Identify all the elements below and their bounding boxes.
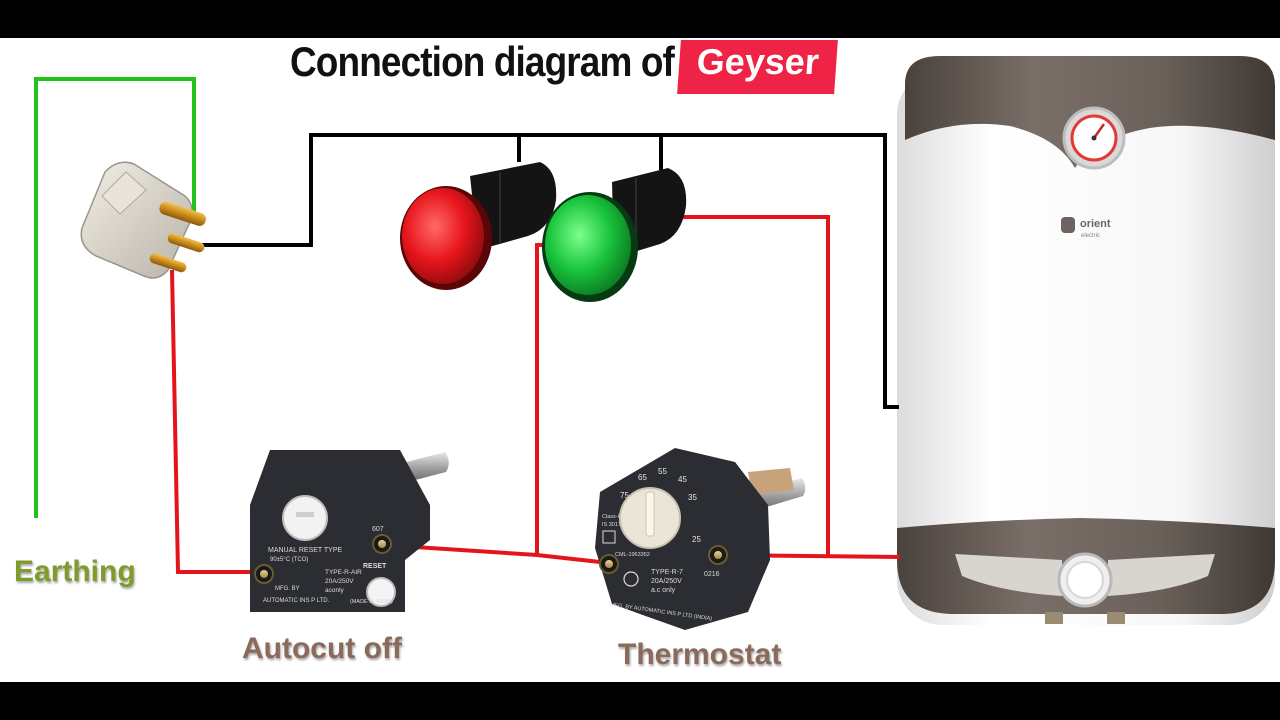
autocut-terminal-in-screw [260, 570, 268, 578]
thermostat-label: Thermostat [618, 638, 782, 671]
autocut-text-line1: MANUAL RESET TYPE [268, 547, 343, 554]
water-heater: orient electric [897, 56, 1275, 625]
three-pin-plug [80, 161, 206, 279]
thermostat-device: 75 65 55 45 35 25 Class-II IS 3017 CML-1… [595, 448, 806, 630]
thermostat-dial-55: 55 [658, 467, 667, 476]
earthing-label: Earthing [14, 555, 136, 588]
heater-brand-sub: electric [1081, 233, 1100, 239]
phase-wire-to-lamps [535, 243, 549, 555]
autocut-text-type: TYPE-R-AIR [325, 569, 362, 576]
autocut-text-made: (MADE IN INDIA) [350, 599, 393, 605]
thermostat-text-rating: 20A/250V [651, 578, 682, 585]
heater-knob-cap [1066, 561, 1104, 599]
autocut-reset-button[interactable] [366, 577, 396, 607]
autocut-text-num: 607 [372, 526, 384, 533]
autocut-dial-slot [296, 512, 314, 517]
plug-phase-pin [149, 253, 187, 273]
phase-wire-to-autocut [170, 269, 262, 574]
autocut-text-ac: aconly [325, 587, 345, 594]
plug-grip [101, 171, 147, 215]
autocut-text-maker: AUTOMATIC INS P LTD. [263, 598, 330, 604]
thermostat-dial-25: 25 [692, 535, 701, 544]
red-lamp-lens [402, 188, 484, 284]
isi-mark-icon [602, 530, 616, 544]
red-lamp-housing [470, 162, 557, 250]
thermostat-dial-45: 45 [678, 475, 687, 484]
autocut-text-line2: 90±5°C (TCO) [270, 557, 308, 563]
thermostat-dial-pointer [645, 491, 655, 537]
green-indicator-lamp [542, 168, 687, 302]
autocut-reset-dial[interactable] [282, 495, 328, 541]
diagram-title-highlight: Geyser [677, 40, 838, 94]
thermostat-dial-35: 35 [688, 493, 697, 502]
autocut-device: MANUAL RESET TYPE 90±5°C (TCO) 607 RESET… [250, 450, 449, 612]
green-lamp-lens [545, 195, 631, 295]
top-letterbox [0, 0, 1280, 38]
heater-gauge-needle [1092, 123, 1106, 139]
thermostat-terminal-in-screw [605, 560, 613, 568]
autocut-text-rating: 20A/250V [325, 578, 354, 585]
heater-gauge-pivot [1091, 135, 1097, 141]
plug-neutral-pin [167, 233, 205, 253]
heater-foot-right [1107, 612, 1125, 624]
thermostat-text-code: 0216 [704, 571, 720, 578]
autocut-label: Autocut off [242, 632, 402, 665]
autocut-text-reset: RESET [363, 563, 387, 570]
thermostat-text-ac: a.c only [651, 587, 676, 594]
diagram-title: Connection diagram of [290, 38, 675, 85]
thermostat-dial-65: 65 [638, 473, 647, 482]
earth-wire [34, 77, 196, 518]
thermostat-spacer [748, 468, 794, 494]
thermostat-dial-75: 75 [620, 491, 629, 500]
heater-foot-left [1045, 612, 1063, 624]
thermostat-text-class: Class-II [602, 514, 621, 520]
thermostat-text-cml: CML-1963352 [615, 552, 650, 558]
orient-logo-icon [1061, 217, 1075, 233]
autocut-body [250, 450, 430, 612]
red-indicator-lamp [400, 162, 557, 290]
bottom-letterbox [0, 682, 1280, 720]
thermostat-terminal-out-screw [714, 551, 722, 559]
phase-wire-green-lamp-return [678, 215, 830, 555]
heater-vent-right [1108, 554, 1215, 596]
thermostat-earth-symbol-icon [623, 571, 639, 587]
autocut-text-mfg: MFG. BY [275, 586, 300, 592]
autocut-terminal-out-screw [378, 540, 386, 548]
plug-earth-pin [159, 201, 206, 226]
neutral-wire [200, 133, 899, 409]
heater-vent-left [955, 554, 1062, 596]
thermostat-text-type: TYPE-R-7 [651, 569, 683, 576]
heater-brand: orient [1080, 218, 1111, 230]
heater-body [897, 70, 1275, 625]
thermostat-text-std: IS 3017 [602, 522, 621, 528]
